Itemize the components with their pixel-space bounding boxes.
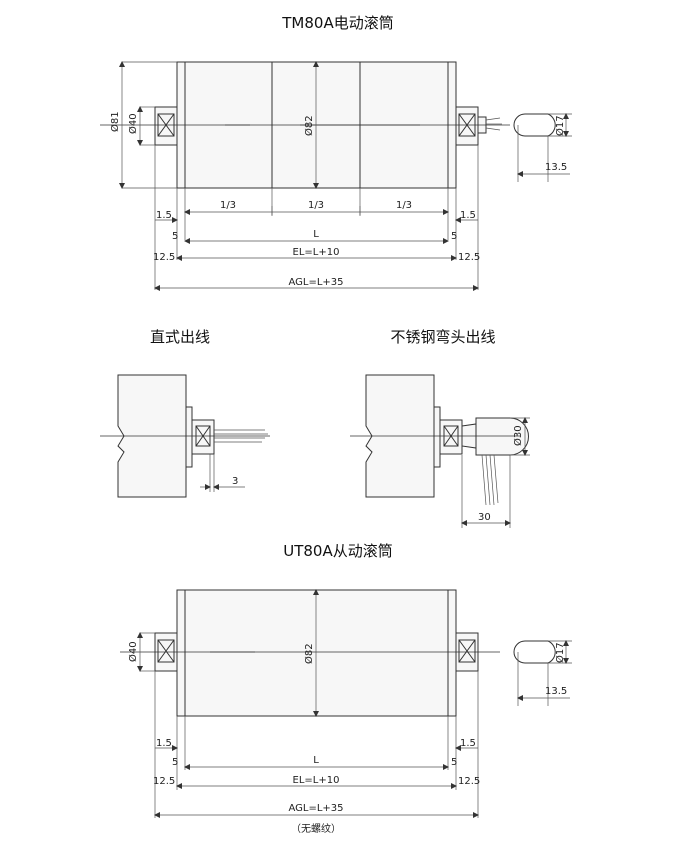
straight-outlet-title: 直式出线	[150, 328, 210, 346]
tm-dim-d40: Ø40	[127, 113, 139, 134]
tm-dim-12-5-left: 12.5	[153, 252, 175, 263]
tm-dim-d81: Ø81	[109, 111, 121, 132]
tm-dim-1-5-right: 1.5	[460, 210, 476, 221]
tm-dim-5-right: 5	[451, 231, 457, 242]
tm-dim-1-5-left: 1.5	[156, 210, 172, 221]
straight-outlet-detail	[100, 374, 270, 498]
tm-dim-d17: Ø17	[554, 115, 566, 136]
ut-drum	[120, 589, 500, 717]
tm-dim-el: EL=L+10	[293, 247, 340, 258]
tm-dim-l: L	[313, 229, 319, 240]
ut-dim-l: L	[313, 755, 319, 766]
tm-dim-12-5-right: 12.5	[458, 252, 480, 263]
straight-dim-3: 3	[232, 476, 238, 487]
elbow-outlet-title: 不锈钢弯头出线	[390, 328, 495, 346]
ut-dim-12-5-left: 12.5	[153, 776, 175, 787]
ut-title: UT80A从动滚筒	[283, 542, 393, 560]
ut-dim-1-5-left: 1.5	[156, 738, 172, 749]
ut-dim-el: EL=L+10	[293, 775, 340, 786]
ut-shaft-end	[513, 640, 572, 706]
elbow-dim-d30: Ø30	[512, 425, 524, 446]
tm-dim-13-5: 13.5	[545, 162, 567, 173]
tm-dim-third-1: 1/3	[220, 200, 236, 211]
tm-drum	[100, 61, 510, 189]
tm-title: TM80A电动滚筒	[281, 14, 393, 32]
tm-dim-agl: AGL=L+35	[288, 277, 343, 288]
ut-dim-d17: Ø17	[554, 642, 566, 663]
tm-dim-5-left: 5	[172, 231, 178, 242]
ut-dim-d82: Ø82	[303, 643, 315, 664]
ut-dim-5-left: 5	[172, 757, 178, 768]
tm-dimension-lines	[154, 145, 479, 291]
ut-dimension-lines	[154, 671, 479, 818]
tm-shaft-end	[513, 113, 572, 182]
elbow-dim-30: 30	[478, 512, 491, 523]
tm-dim-d82: Ø82	[303, 115, 315, 136]
ut-dim-agl: AGL=L+35	[288, 803, 343, 814]
tm-dim-third-3: 1/3	[396, 200, 412, 211]
tm-dim-third-2: 1/3	[308, 200, 324, 211]
ut-dim-5-right: 5	[451, 757, 457, 768]
elbow-outlet-detail	[350, 374, 530, 528]
ut-dim-12-5-right: 12.5	[458, 776, 480, 787]
ut-dim-1-5-right: 1.5	[460, 738, 476, 749]
ut-dim-d40: Ø40	[127, 641, 139, 662]
ut-no-thread-note: （无螺纹）	[291, 822, 341, 835]
ut-dim-13-5: 13.5	[545, 686, 567, 697]
